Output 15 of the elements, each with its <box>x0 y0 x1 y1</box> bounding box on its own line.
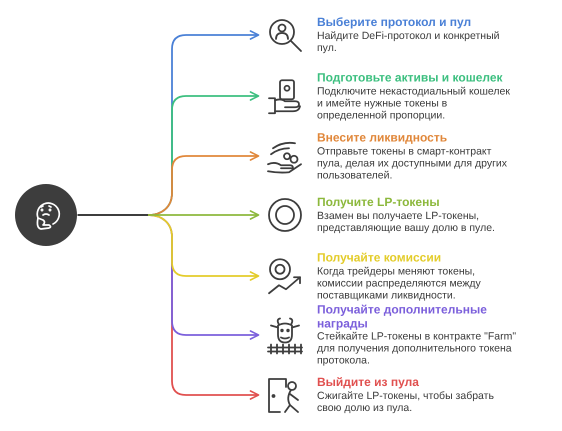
step-description: Сжигайте LP-токены, чтобы забрать свою долю из пула. <box>317 390 495 414</box>
step-description: Когда трейдеры меняют токены, комиссии распределяются между поставщиками ликвидности. <box>317 264 482 301</box>
step-title: Получайте комиссии <box>317 251 442 265</box>
connector-trunk <box>78 214 148 216</box>
step-title: Получайте дополнительные награды <box>317 304 488 330</box>
step-title: Выйдите из пула <box>317 376 420 390</box>
step-title: Получите LP-токены <box>317 196 441 210</box>
step-description: Отправьте токены в смарт-контракт пула, делая их доступными для других пользователей. <box>317 144 508 181</box>
step-title: Подготовьте активы и кошелек <box>317 71 504 85</box>
step-description: Стейкайте LP-токены в контракте "Farm" для получения дополнительного токена протокола. <box>317 330 517 366</box>
step-title: Внесите ликвидность <box>317 131 448 145</box>
step-description: Найдите DeFi-протокол и конкретный пул. <box>317 30 500 54</box>
step-description: Подключите некастодиальный кошелек и имейте нужные токены в определенной пропорции. <box>317 84 511 121</box>
step-description: Взамен вы получаете LP-токены, представляющие вашу долю в пуле. <box>317 210 496 234</box>
step-title: Выберите протокол и пул <box>317 16 472 30</box>
